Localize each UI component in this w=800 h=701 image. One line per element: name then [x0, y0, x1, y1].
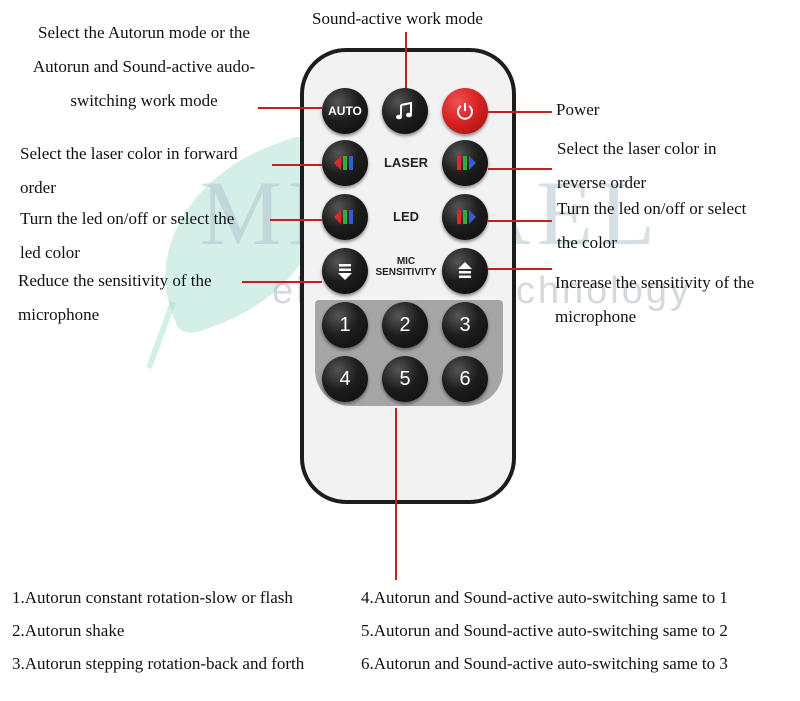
mic-sensitivity-label: MIC SENSITIVITY	[370, 256, 442, 278]
annotation-led-left: Turn the led on/off or select the led co…	[20, 202, 280, 270]
rgb-arrow-right-icon	[457, 210, 476, 224]
number-label: 4	[339, 367, 351, 390]
number-label: 3	[459, 313, 471, 336]
annotation-sens-increase: Increase the sensitivity of the micropho…	[555, 266, 795, 334]
laser-reverse-button[interactable]	[442, 140, 488, 186]
arrow-down-lines-icon	[338, 264, 352, 280]
annotation-line: Reduce the sensitivity of the	[18, 271, 212, 290]
number-button-2[interactable]: 2	[382, 302, 428, 348]
annotation-line: the color	[557, 233, 617, 252]
arrow-up-lines-icon	[458, 262, 472, 278]
number-label: 6	[459, 367, 471, 390]
legend-item-2: 2.Autorun shake	[12, 621, 125, 640]
annotation-line: microphone	[555, 307, 637, 326]
annotation-line: Select the laser color in	[557, 139, 717, 158]
music-note-icon	[396, 101, 412, 120]
leader-line-laser-reverse	[488, 168, 552, 170]
annotation-led-right: Turn the led on/off or select the color	[557, 192, 792, 260]
auto-button[interactable]: AUTO	[322, 88, 368, 134]
annotation-line: Increase the sensitivity of the	[555, 273, 755, 292]
leader-line-sens-increase	[488, 268, 552, 270]
leader-line-laser-forward	[272, 164, 322, 166]
number-button-5[interactable]: 5	[382, 356, 428, 402]
legend-item-5: 5.Autorun and Sound-active auto-switchin…	[361, 621, 728, 640]
leader-line-auto	[258, 107, 322, 109]
led-right-button[interactable]	[442, 194, 488, 240]
annotation-autorun: Select the Autorun mode or the Autorun a…	[14, 16, 274, 118]
rgb-arrow-left-icon	[334, 210, 353, 224]
annotation-line: microphone	[18, 305, 100, 324]
annotation-power: Power	[556, 100, 600, 119]
number-button-4[interactable]: 4	[322, 356, 368, 402]
number-button-3[interactable]: 3	[442, 302, 488, 348]
auto-button-label: AUTO	[328, 104, 362, 118]
annotation-line: Select the Autorun mode or the	[38, 23, 250, 42]
number-label: 1	[339, 313, 351, 336]
leader-line-led-left	[270, 219, 322, 221]
led-left-button[interactable]	[322, 194, 368, 240]
power-icon	[457, 103, 473, 120]
number-label: 2	[399, 313, 411, 336]
laser-label: LASER	[383, 155, 429, 170]
leader-line-keypad	[395, 408, 397, 580]
annotation-line: Autorun and Sound-active audo-	[32, 57, 256, 76]
number-label: 5	[399, 367, 411, 390]
annotation-line: switching work mode	[70, 91, 218, 110]
power-button[interactable]	[442, 88, 488, 134]
annotation-line: Turn the led on/off or select	[557, 199, 747, 218]
annotation-laser-reverse: Select the laser color in reverse order	[557, 132, 792, 200]
annotation-sens-reduce: Reduce the sensitivity of the microphone	[18, 264, 258, 332]
annotation-line: led color	[20, 243, 80, 262]
legend-item-4: 4.Autorun and Sound-active auto-switchin…	[361, 588, 728, 607]
mic-label-line1: MIC	[396, 256, 416, 267]
annotation-laser-forward: Select the laser color in forward order	[20, 137, 290, 205]
legend-item-6: 6.Autorun and Sound-active auto-switchin…	[361, 654, 728, 673]
annotation-line: Select the laser color in forward	[20, 144, 238, 163]
leader-line-led-right	[488, 220, 552, 222]
sensitivity-down-button[interactable]	[322, 248, 368, 294]
legend-item-1: 1.Autorun constant rotation-slow or flas…	[12, 588, 293, 607]
led-label: LED	[393, 209, 419, 224]
leader-line-sound	[405, 32, 407, 88]
rgb-arrow-right-icon	[457, 156, 476, 170]
annotation-line: Turn the led on/off or select the	[20, 209, 235, 228]
annotation-line: order	[20, 178, 56, 197]
number-button-1[interactable]: 1	[322, 302, 368, 348]
mic-label-line2: SENSITIVITY	[375, 267, 437, 278]
leader-line-power	[488, 111, 552, 113]
annotation-line: reverse order	[557, 173, 647, 192]
rgb-arrow-left-icon	[334, 156, 353, 170]
sound-active-button[interactable]	[382, 88, 428, 134]
legend-item-3: 3.Autorun stepping rotation-back and for…	[12, 654, 305, 673]
leader-line-sens-reduce	[242, 281, 322, 283]
number-button-6[interactable]: 6	[442, 356, 488, 402]
sensitivity-up-button[interactable]	[442, 248, 488, 294]
annotation-sound-active: Sound-active work mode	[312, 9, 483, 28]
laser-forward-button[interactable]	[322, 140, 368, 186]
